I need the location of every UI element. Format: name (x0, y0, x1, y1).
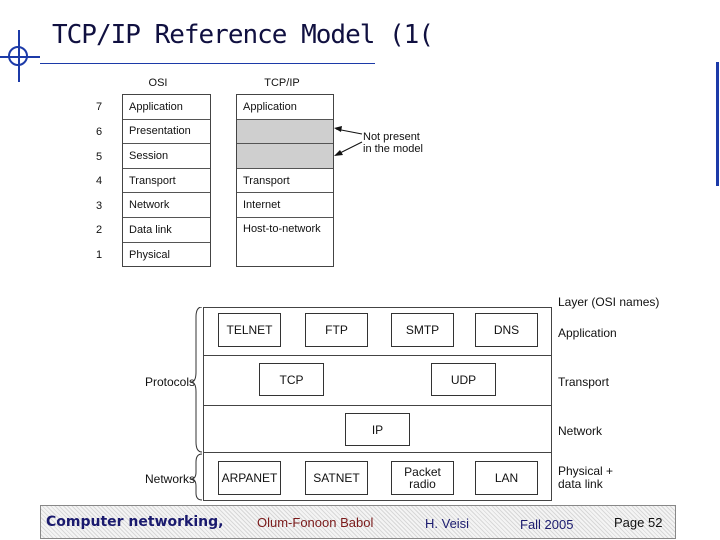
stack-frame (203, 307, 552, 501)
protocol-tcp: TCP (259, 363, 324, 396)
right-accent-bar (716, 62, 719, 186)
footer-course: Computer networking, (46, 514, 224, 530)
tcpip-column-header: TCP/IP (264, 77, 300, 89)
network-satnet: SATNET (305, 461, 368, 495)
network-packet-radio: Packet radio (391, 461, 454, 495)
network-lan: LAN (475, 461, 538, 495)
layer-number: 7 (95, 101, 103, 113)
network-packet-radio-line: radio (409, 477, 436, 491)
layer-number: 1 (95, 249, 103, 261)
crosshair-circle-icon (8, 46, 28, 66)
transport-band (204, 356, 551, 406)
slide-title: TCP/IP Reference Model (1( (52, 20, 434, 50)
osi-layer-application: Application (123, 95, 210, 120)
protocol-telnet: TELNET (218, 313, 281, 347)
network-arpanet: ARPANET (218, 461, 281, 495)
layer-transport-label: Transport (558, 375, 609, 389)
osi-layer-presentation: Presentation (123, 120, 210, 145)
osi-layer-transport: Transport (123, 169, 210, 194)
tcpip-layer-internet: Internet (237, 193, 333, 218)
protocols-label: Protocols (145, 375, 196, 389)
protocol-udp: UDP (431, 363, 496, 396)
osi-layer-session: Session (123, 144, 210, 169)
layer-physical-label: Physical + (558, 464, 614, 478)
footer-term: Fall 2005 (520, 517, 574, 532)
layer-number: 4 (95, 175, 103, 187)
osi-column: Application Presentation Session Transpo… (122, 94, 211, 267)
tcpip-layer-transport: Transport (237, 169, 333, 194)
layer-datalink-label: data link (558, 477, 603, 491)
osi-layer-physical: Physical (129, 248, 170, 261)
footer-author: H. Veisi (425, 516, 470, 531)
not-present-line: in the model (363, 143, 423, 155)
networks-label: Networks (145, 472, 196, 486)
layer-number: 5 (95, 151, 103, 163)
title-underline (40, 63, 375, 64)
protocol-dns: DNS (475, 313, 538, 347)
application-band (204, 308, 551, 356)
layer-number: 3 (95, 200, 103, 212)
not-present-line: Not present (363, 131, 420, 143)
protocol-ftp: FTP (305, 313, 368, 347)
tcpip-layer-host-to-network: Host-to-network (243, 222, 321, 235)
layer-number: 2 (95, 224, 103, 236)
network-packet-radio-line: Packet (404, 465, 441, 479)
osi-layer-network: Network (123, 193, 210, 218)
osi-layer-data-link: Data link (123, 218, 210, 243)
network-band (204, 406, 551, 453)
osi-column-header: OSI (148, 77, 168, 89)
tcpip-layer-application: Application (237, 95, 333, 120)
not-present-arrows (334, 126, 363, 156)
tcpip-column: Application Transport Internet Host-to-n… (236, 94, 334, 267)
footer-page-number: Page 52 (614, 515, 663, 530)
layer-number: 6 (95, 126, 103, 138)
layer-header: Layer (OSI names) (558, 295, 660, 309)
left-braces (191, 307, 203, 501)
footer-bar (40, 505, 676, 539)
layer-application-label: Application (558, 326, 617, 340)
tcpip-layer-not-present (237, 119, 333, 145)
protocol-ip: IP (345, 413, 410, 446)
layer-network-label: Network (558, 424, 603, 438)
protocol-smtp: SMTP (391, 313, 454, 347)
footer-institution: Olum-Fonoon Babol (257, 515, 374, 530)
tcpip-layer-not-present (237, 144, 333, 169)
not-present-annotation: Not present in the model (363, 131, 423, 155)
